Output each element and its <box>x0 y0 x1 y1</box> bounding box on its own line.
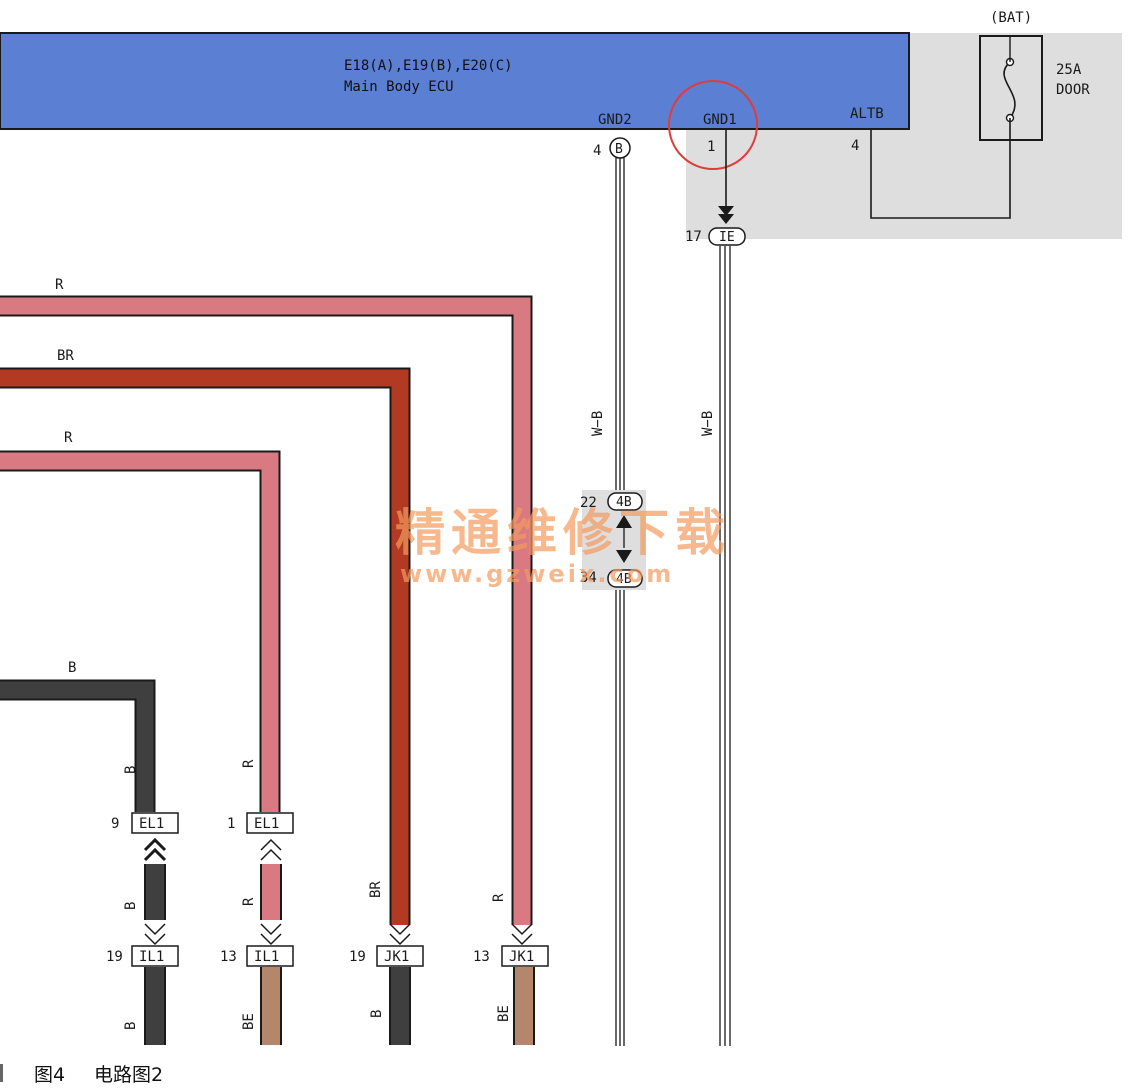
pin-altb-number: 4 <box>851 138 859 154</box>
gnd1-wire <box>719 246 731 1046</box>
wire-label-b-v4: B <box>369 1010 385 1018</box>
wire-r-outer <box>0 295 533 925</box>
wire-label-b-v2: B <box>123 902 139 910</box>
wire-label-r-v1: R <box>241 759 257 768</box>
ecu-name: Main Body ECU <box>344 79 454 95</box>
altb-wire <box>870 118 1011 219</box>
junction-top-connector <box>607 492 643 511</box>
chevron-up-icon <box>143 837 167 862</box>
conn-el1-b-label: EL1 <box>139 816 164 832</box>
gnd2-wire-lower <box>615 588 625 1046</box>
conn-jk1-be-label: JK1 <box>509 949 534 965</box>
fuse-rating: 25A <box>1056 62 1082 78</box>
pin-altb-label: ALTB <box>850 106 884 122</box>
fuse-source-label: (BAT) <box>990 10 1032 26</box>
wire-label-br: BR <box>57 348 74 364</box>
main-body-ecu <box>0 32 910 130</box>
fuse-name: DOOR <box>1056 82 1090 98</box>
conn-jk1-b-number: 19 <box>349 949 366 965</box>
conn-il1-b-label: IL1 <box>139 949 164 965</box>
gnd1-arrow-1 <box>718 206 734 216</box>
wire-label-r-outer: R <box>55 277 64 293</box>
gnd2-connector-b-label: B <box>615 142 623 157</box>
figure-title: 电路图2 <box>94 1064 163 1086</box>
chevron-down-icon <box>389 923 411 946</box>
wire-label-r-v2: R <box>241 897 257 906</box>
ecu-connector-ids: E18(A),E19(B),E20(C) <box>344 58 513 74</box>
wire-label-gnd1: W−B <box>700 411 716 436</box>
conn-il1-b-box <box>131 945 179 967</box>
fuse-box <box>979 35 1043 141</box>
conn-jk1-b-label: JK1 <box>384 949 409 965</box>
pin-gnd1-number: 1 <box>707 139 715 155</box>
conn-el1-r-number: 1 <box>227 816 235 832</box>
conn-el1-r-label: EL1 <box>254 816 279 832</box>
conn-il1-be-box <box>246 945 294 967</box>
figure-number: 图4 <box>34 1064 65 1086</box>
junction-top-label: 4B <box>616 495 632 510</box>
gnd1-highlight-circle <box>668 80 758 170</box>
wire-label-be-v2: BE <box>496 1005 512 1022</box>
junction-bottom-label: 4B <box>616 572 632 587</box>
pin-gnd1-label: GND1 <box>703 112 737 128</box>
junction-arrow-up <box>616 515 632 528</box>
wire-b-bottom-2 <box>389 967 411 1045</box>
wire-label-r-v3: R <box>491 893 507 902</box>
wire-be-bottom-1 <box>260 967 282 1045</box>
wire-be-bottom-2 <box>513 967 535 1045</box>
wire-label-b: B <box>68 660 76 676</box>
wire-label-be-v1: BE <box>241 1013 257 1030</box>
conn-el1-r-box <box>246 812 294 834</box>
watermark-url: www.gzweix.com <box>400 560 674 588</box>
gnd1-arrow-2 <box>718 214 734 224</box>
ie-label: IE <box>719 230 735 245</box>
chevron-down-icon <box>260 923 282 946</box>
wire-label-r-inner: R <box>64 430 73 446</box>
conn-el1-b-box <box>131 812 179 834</box>
wire-label-b-v1: B <box>123 766 139 774</box>
wire-br <box>0 367 411 925</box>
junction-top-number: 22 <box>580 495 597 511</box>
wire-label-gnd2: W−B <box>590 411 606 436</box>
wire-label-b-v3: B <box>123 1022 139 1030</box>
junction-bottom-number: 34 <box>580 570 597 586</box>
gnd2-wire-upper <box>615 158 625 492</box>
wire-b <box>0 679 156 812</box>
ie-number: 17 <box>685 229 702 245</box>
chevron-up-icon <box>260 838 282 861</box>
wire-r-inner <box>0 450 281 812</box>
conn-jk1-be-box <box>501 945 549 967</box>
chevron-down-icon <box>511 923 533 946</box>
wire-b-bottom-1 <box>144 967 166 1045</box>
conn-il1-be-number: 13 <box>220 949 237 965</box>
fuse-icon <box>1003 61 1016 119</box>
wire-label-br-v: BR <box>368 881 384 898</box>
junction-bottom-connector <box>607 569 643 588</box>
conn-el1-b-number: 9 <box>111 816 119 832</box>
junction-arrow-down <box>616 550 632 563</box>
caption-marker <box>0 1064 3 1082</box>
ie-connector <box>708 227 746 246</box>
pin-gnd2-number: 4 <box>593 143 601 159</box>
conn-il1-b-number: 19 <box>106 949 123 965</box>
conn-jk1-b-box <box>376 945 424 967</box>
conn-il1-be-label: IL1 <box>254 949 279 965</box>
watermark-text: 精通维修下载 <box>395 504 731 562</box>
conn-jk1-be-number: 13 <box>473 949 490 965</box>
wire-b-mid <box>144 864 166 920</box>
pin-gnd2-label: GND2 <box>598 112 632 128</box>
chevron-down-icon <box>144 923 166 946</box>
wire-r-mid <box>260 864 282 920</box>
